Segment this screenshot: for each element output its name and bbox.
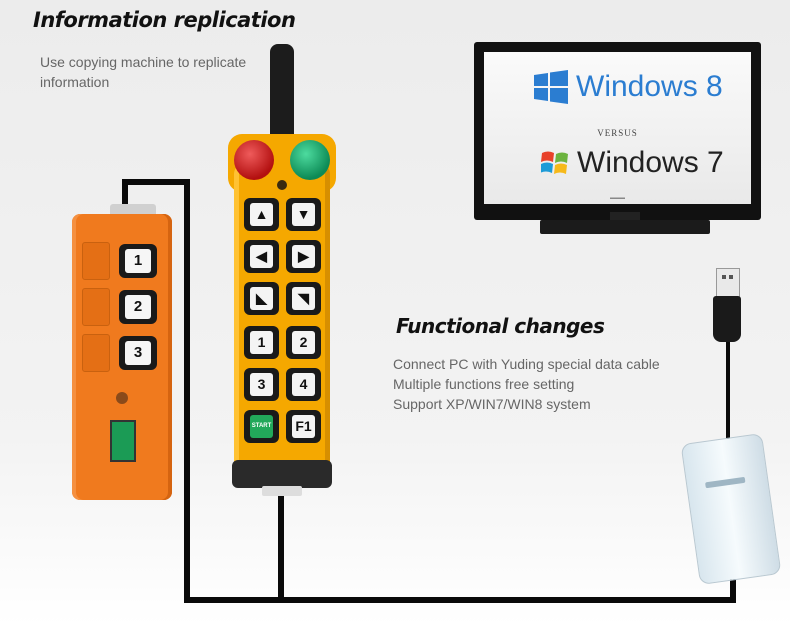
windows7-logo-group: Windows 7	[541, 146, 724, 180]
usb-plug	[716, 268, 740, 298]
usb-serial-adapter	[680, 432, 782, 586]
antenna	[270, 44, 294, 144]
key-label: ▶	[292, 245, 315, 268]
key-label: 1	[250, 331, 273, 354]
key-2[interactable]: 2	[286, 326, 321, 359]
monitor: Windows 8 VERSUS Windows 7 ▬▬▬	[474, 42, 761, 220]
key-1[interactable]: 1	[244, 326, 279, 359]
small-remote-button-3[interactable]: 3	[119, 336, 157, 370]
key-diagonal-down-left[interactable]: ◣	[244, 282, 279, 315]
cable-segment	[278, 486, 284, 602]
remote-side-slot	[82, 334, 110, 372]
usb-plug-housing	[713, 296, 741, 342]
monitor-brand-mark: ▬▬▬	[610, 195, 625, 201]
replication-desc-line-2: information	[40, 74, 110, 90]
cable-segment	[122, 179, 190, 185]
small-remote-button-2[interactable]: 2	[119, 290, 157, 324]
key-right[interactable]: ▶	[286, 240, 321, 273]
small-remote-button-label: 2	[125, 295, 151, 319]
key-label: ◀	[250, 245, 273, 268]
key-down[interactable]: ▼	[286, 198, 321, 231]
power-switch[interactable]	[110, 420, 136, 462]
replication-desc-line-1: Use copying machine to replicate	[40, 54, 247, 70]
key-f1[interactable]: F1	[286, 410, 321, 443]
windows7-logo-icon	[541, 151, 568, 174]
large-remote-keypad: ▲ ▼ ◀ ▶ ◣ ◥ 1 2 3 4 START F1	[244, 198, 324, 444]
key-label: 3	[250, 373, 273, 396]
remote-side-slot	[82, 242, 110, 280]
monitor-screen: Windows 8 VERSUS Windows 7 ▬▬▬	[484, 52, 751, 204]
green-start-knob[interactable]	[290, 140, 330, 180]
cable-segment	[122, 179, 128, 219]
remote-side-slot	[82, 288, 110, 326]
usb-pin	[722, 275, 726, 279]
section-title-functional: Functional changes	[396, 314, 605, 338]
functional-desc-line-3: Support XP/WIN7/WIN8 system	[393, 396, 591, 412]
functional-desc-line-1: Connect PC with Yuding special data cabl…	[393, 356, 660, 372]
large-remote-connector	[262, 486, 302, 496]
key-up[interactable]: ▲	[244, 198, 279, 231]
replication-description: Use copying machine to replicate informa…	[40, 52, 246, 92]
small-remote-button-label: 1	[125, 249, 151, 273]
key-label: ◣	[250, 287, 273, 310]
small-orange-remote: 1 2 3	[72, 214, 172, 500]
usb-pin	[729, 275, 733, 279]
cable-segment	[730, 560, 736, 602]
emergency-stop-button[interactable]	[234, 140, 274, 180]
key-label: ◥	[292, 287, 315, 310]
small-remote-button-label: 3	[125, 341, 151, 365]
adapter-label-strip	[705, 476, 746, 489]
key-diagonal-up-right[interactable]: ◥	[286, 282, 321, 315]
cable-segment	[184, 597, 736, 603]
windows8-logo-icon	[534, 70, 568, 104]
key-left[interactable]: ◀	[244, 240, 279, 273]
key-label: 2	[292, 331, 315, 354]
key-label: F1	[292, 415, 315, 438]
indicator-light	[116, 392, 128, 404]
remote-bottom-clip	[232, 460, 332, 488]
key-3[interactable]: 3	[244, 368, 279, 401]
versus-label: VERSUS	[597, 128, 638, 138]
windows7-label: Windows 7	[577, 146, 724, 179]
windows8-label: Windows 8	[576, 70, 723, 103]
key-label: START	[250, 415, 273, 438]
windows8-logo-group: Windows 8	[534, 70, 723, 104]
functional-desc-line-2: Multiple functions free setting	[393, 376, 575, 392]
key-4[interactable]: 4	[286, 368, 321, 401]
section-title-replication: Information replication	[33, 8, 296, 32]
small-remote-button-1[interactable]: 1	[119, 244, 157, 278]
functional-description: Connect PC with Yuding special data cabl…	[393, 354, 660, 414]
key-label: ▼	[292, 203, 315, 226]
key-start[interactable]: START	[244, 410, 279, 443]
key-label: ▲	[250, 203, 273, 226]
usb-cable-segment	[726, 340, 730, 440]
status-indicator	[277, 180, 287, 190]
monitor-stand	[540, 212, 710, 234]
cable-segment	[184, 179, 190, 603]
key-label: 4	[292, 373, 315, 396]
